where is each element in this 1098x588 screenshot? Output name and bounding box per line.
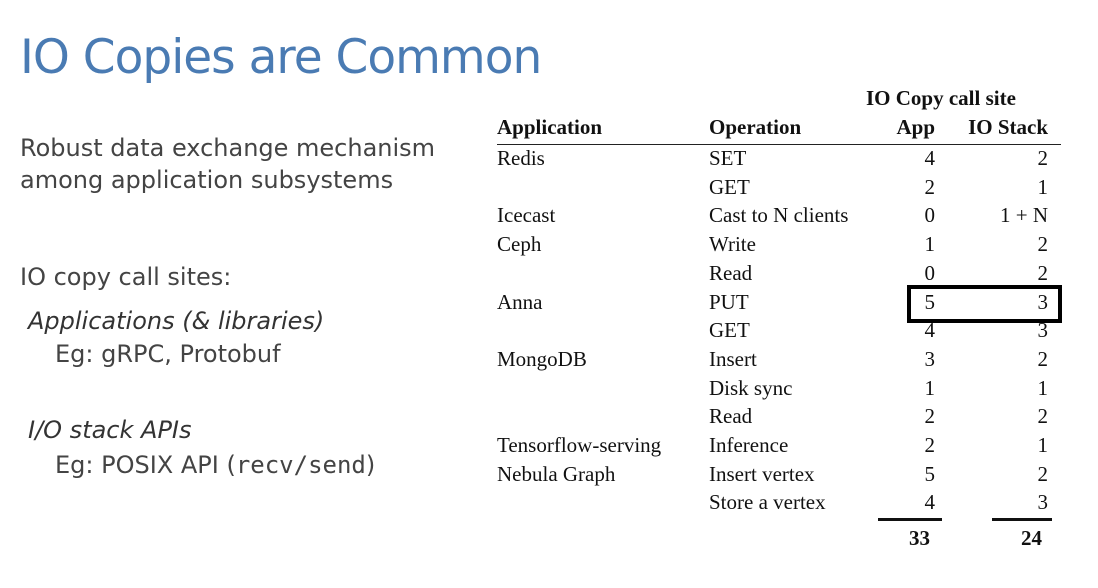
cell-application: Nebula Graph <box>497 462 616 486</box>
cell-io-stack-count: 2 <box>1037 261 1049 285</box>
cell-app-count: 4 <box>924 490 936 514</box>
cell-operation: Read <box>709 261 753 285</box>
intro-line-1: Robust data exchange mechanism <box>20 134 436 162</box>
cell-app-count: 0 <box>924 261 936 285</box>
sum-rule-app <box>878 518 942 521</box>
cell-operation: Insert <box>709 347 757 371</box>
cell-app-count: 5 <box>924 462 936 486</box>
cell-application: Anna <box>497 290 543 314</box>
cell-app-count: 5 <box>924 290 936 314</box>
cell-app-count: 0 <box>924 203 936 227</box>
cell-operation: Disk sync <box>709 376 793 400</box>
category-applications-title: Applications (& libraries) <box>28 307 325 335</box>
cell-io-stack-count: 2 <box>1037 146 1049 170</box>
cell-io-stack-count: 2 <box>1037 347 1049 371</box>
cell-io-stack-count: 2 <box>1037 404 1049 428</box>
cell-app-count: 2 <box>924 433 936 457</box>
cell-app-count: 1 <box>924 232 936 256</box>
cell-operation: GET <box>709 175 750 199</box>
cell-io-stack-count: 1 <box>1037 433 1049 457</box>
cell-io-stack-count: 1 <box>1037 376 1049 400</box>
example-suffix: ) <box>365 451 376 479</box>
cell-io-stack-count: 3 <box>1037 318 1049 342</box>
column-header-io-stack: IO Stack <box>968 115 1048 139</box>
column-header-operation: Operation <box>709 115 802 139</box>
column-header-app: App <box>896 115 935 139</box>
cell-application: MongoDB <box>497 347 587 371</box>
cell-operation: Write <box>709 232 756 256</box>
header-rule <box>497 144 1061 145</box>
cell-io-stack-count: 3 <box>1037 490 1049 514</box>
cell-app-count: 4 <box>924 318 936 342</box>
cell-operation: Inference <box>709 433 789 457</box>
category-applications-example: Eg: gRPC, Protobuf <box>55 340 281 368</box>
total-app: 33 <box>909 526 930 550</box>
cell-application: Ceph <box>497 232 542 256</box>
cell-app-count: 3 <box>924 347 936 371</box>
cell-app-count: 2 <box>924 175 936 199</box>
cell-operation: Cast to N clients <box>709 203 849 227</box>
cell-operation: Insert vertex <box>709 462 815 486</box>
cell-application: Icecast <box>497 203 556 227</box>
cell-operation: PUT <box>709 290 749 314</box>
cell-operation: SET <box>709 146 747 170</box>
cell-io-stack-count: 3 <box>1037 290 1049 314</box>
group-header: IO Copy call site <box>866 86 1016 110</box>
category-io-stack-title: I/O stack APIs <box>28 416 192 444</box>
highlight-box <box>907 285 1062 323</box>
example-prefix: Eg: POSIX API ( <box>55 451 236 479</box>
cell-app-count: 1 <box>924 376 936 400</box>
total-io-stack: 24 <box>1021 526 1042 550</box>
cell-io-stack-count: 1 <box>1037 175 1049 199</box>
slide-title: IO Copies are Common <box>20 30 542 85</box>
cell-application: Tensorflow-serving <box>497 433 662 457</box>
cell-operation: Read <box>709 404 753 428</box>
example-code: recv/send <box>235 451 366 479</box>
intro-line-2: among application subsystems <box>20 166 394 194</box>
cell-app-count: 4 <box>924 146 936 170</box>
cell-io-stack-count: 2 <box>1037 462 1049 486</box>
cell-operation: Store a vertex <box>709 490 826 514</box>
call-sites-heading: IO copy call sites: <box>20 263 232 291</box>
cell-io-stack-count: 1 + N <box>999 203 1048 227</box>
cell-operation: GET <box>709 318 750 342</box>
category-io-stack-example: Eg: POSIX API (recv/send) <box>55 451 375 479</box>
cell-app-count: 2 <box>924 404 936 428</box>
intro-text: Robust data exchange mechanism among app… <box>20 132 435 196</box>
sum-rule-io-stack <box>992 518 1052 521</box>
column-header-application: Application <box>497 115 603 139</box>
cell-application: Redis <box>497 146 545 170</box>
cell-io-stack-count: 2 <box>1037 232 1049 256</box>
